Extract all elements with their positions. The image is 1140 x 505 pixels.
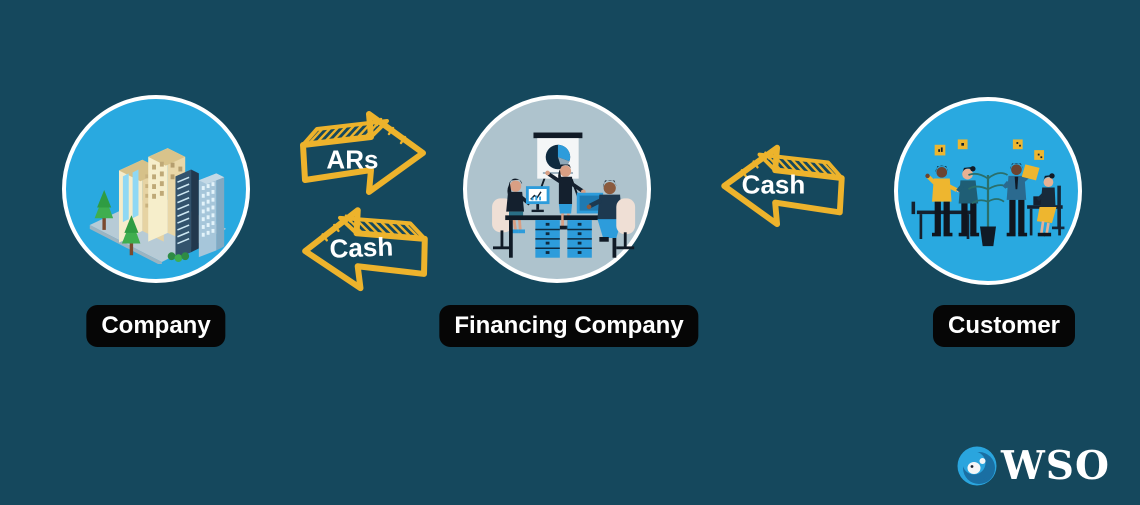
logo-text: WSO bbox=[1001, 443, 1110, 489]
arrow-ars: ARs bbox=[297, 101, 429, 201]
financing-company-office-illustration bbox=[492, 132, 636, 258]
node-customer-circle bbox=[894, 97, 1082, 285]
company-buildings-illustration bbox=[89, 148, 227, 264]
left-arrow-icon bbox=[302, 207, 428, 292]
arrow-label-cash-left: Cash bbox=[329, 231, 394, 264]
node-label-company: Company bbox=[86, 305, 226, 347]
right-arrow-icon bbox=[300, 111, 426, 195]
globe-swirl-icon bbox=[957, 446, 997, 486]
arrow-label-cash-right: Cash bbox=[741, 169, 806, 200]
arrow-cash-to-company: Cash bbox=[295, 195, 432, 298]
node-label-customer: Customer bbox=[932, 305, 1076, 347]
arrow-cash-to-financing: Cash bbox=[711, 135, 853, 231]
node-company-circle bbox=[62, 95, 250, 283]
left-arrow-icon bbox=[721, 144, 845, 228]
arrow-label-ars: ARs bbox=[326, 144, 379, 175]
node-label-financing-company: Financing Company bbox=[439, 305, 699, 347]
wso-logo: WSO bbox=[956, 444, 1110, 488]
customer-meeting-illustration bbox=[911, 139, 1065, 247]
node-financing-company-circle bbox=[463, 95, 651, 283]
